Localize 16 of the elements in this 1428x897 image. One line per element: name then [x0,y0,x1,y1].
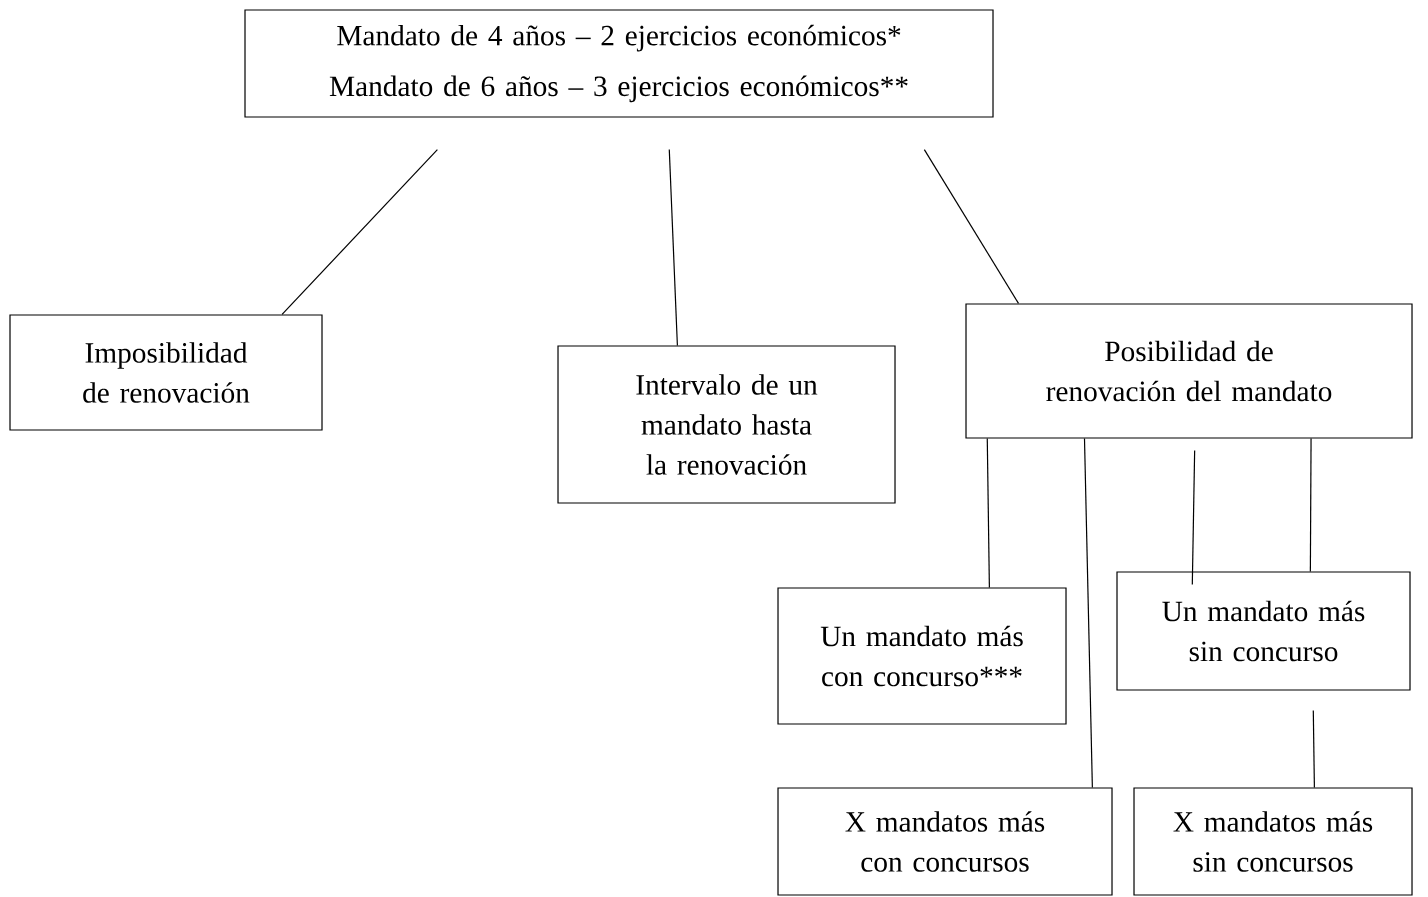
text-box: Un mandato más con concurso*** [777,587,1067,725]
connector-line [1083,438,1093,788]
text-box: X mandatos más sin concursos [1133,787,1413,896]
connector-line [281,149,438,315]
connector-line [1312,710,1315,788]
text-box: Imposibilidad de renovación [9,314,323,431]
text-box: Intervalo de un mandato hasta la renovación [557,345,896,504]
connector-line [1191,450,1196,585]
connector-line [668,149,678,346]
connector-line [923,149,1020,304]
connector-line [986,438,990,588]
text-box: Posibilidad de renovación del mandato [965,303,1413,439]
text-box: X mandatos más con concursos [777,787,1113,896]
connector-line [1309,438,1312,572]
title-box: Mandato de 4 años – 2 ejercicios económicos* Mandato de 6 años – 3 ejercicios económicos** [244,9,994,118]
text-box: Un mandato más sin concurso [1116,571,1411,691]
